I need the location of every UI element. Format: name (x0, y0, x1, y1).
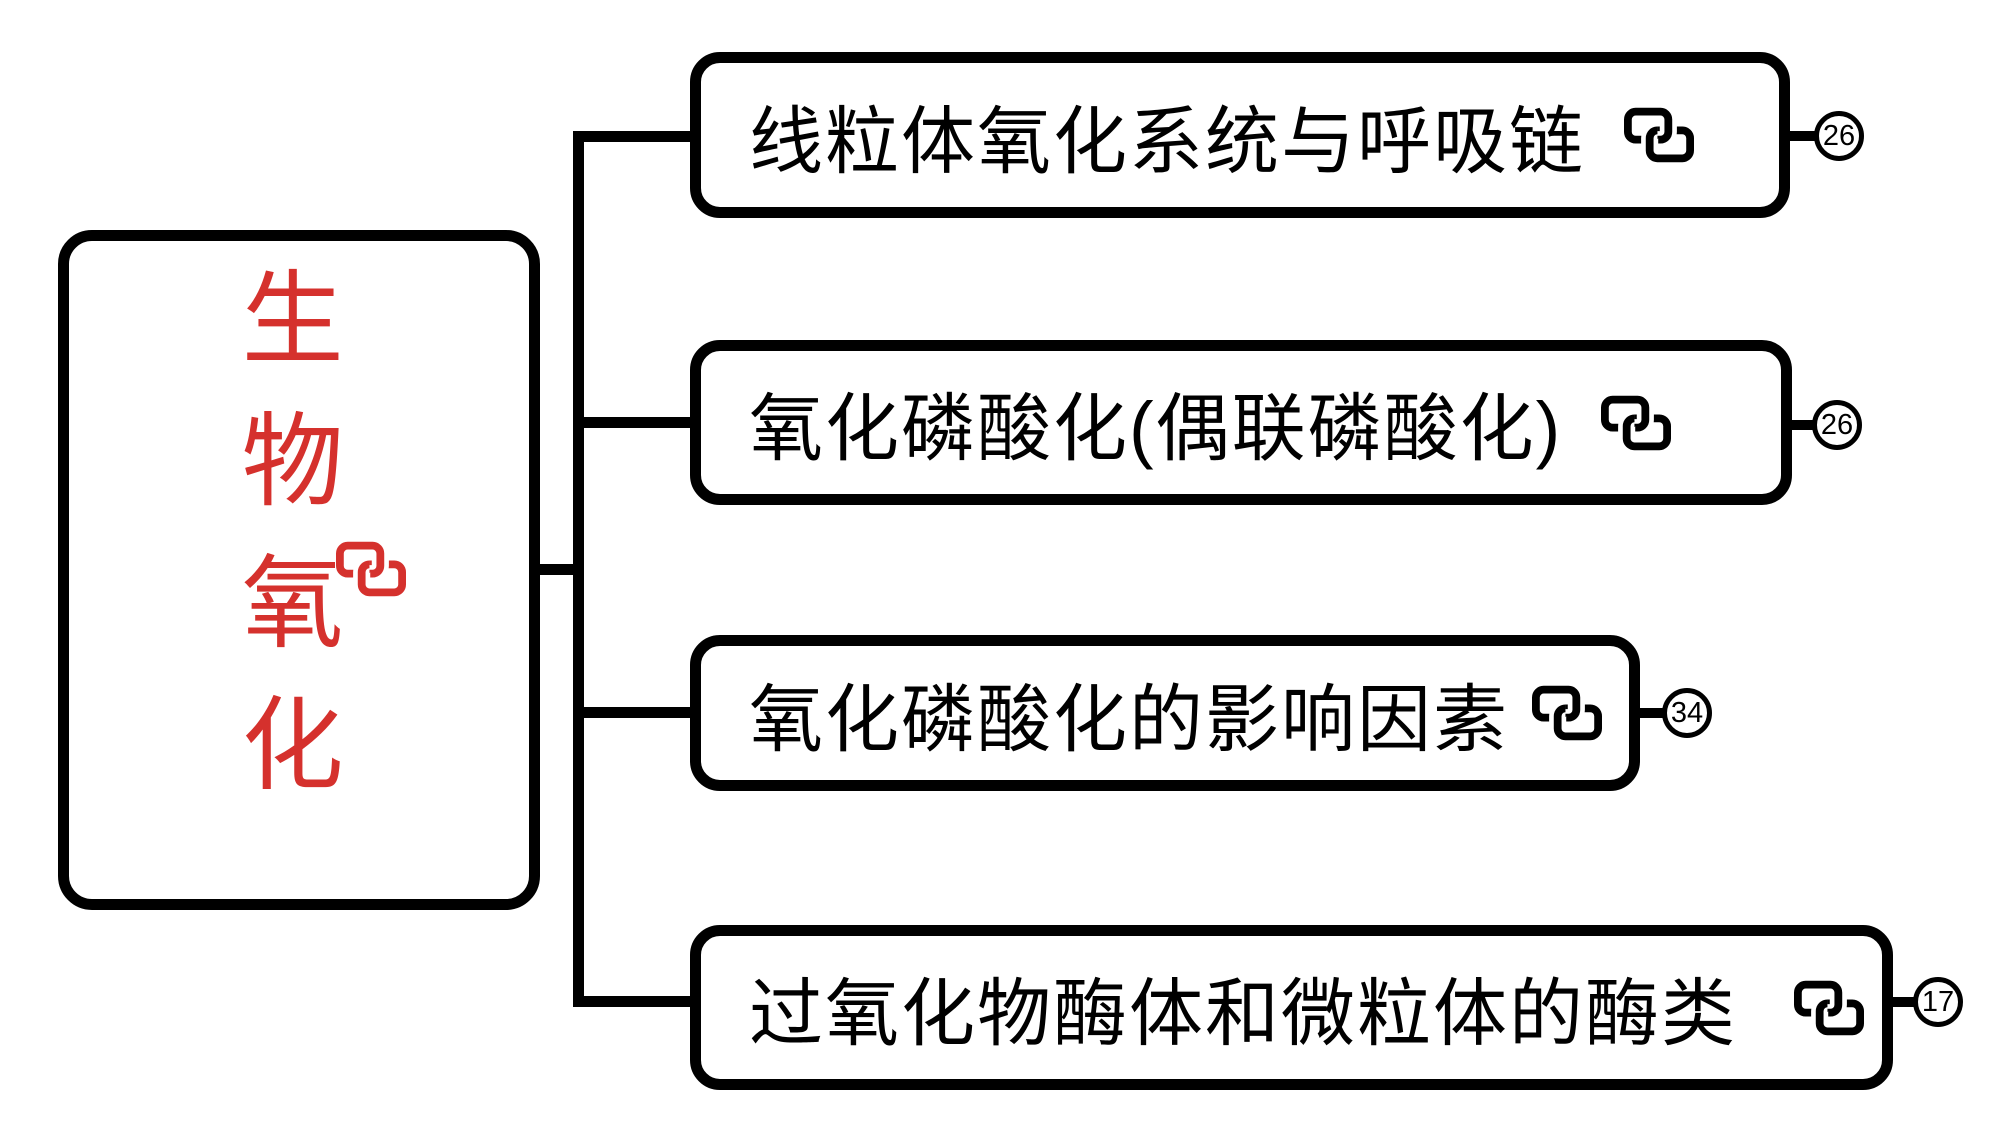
badge-count: 26 (1822, 119, 1856, 152)
connector-trunk-line (573, 131, 584, 1007)
branch-node-peroxisome-microsome-enzymes[interactable]: 过氧化物酶体和微粒体的酶类 (690, 925, 1893, 1090)
connector-root-stub (533, 564, 578, 575)
hyperlink-icon[interactable] (335, 541, 407, 597)
badge-count: 26 (1820, 408, 1854, 441)
branch-node-label: 线粒体氧化系统与呼吸链 (749, 99, 1585, 183)
connector-branch-4 (578, 996, 692, 1007)
branch-node-oxidative-phosphorylation[interactable]: 氧化磷酸化(偶联磷酸化) (690, 340, 1792, 505)
branch-node-label: 氧化磷酸化的影响因素 (749, 677, 1509, 761)
connector-branch-2 (578, 417, 692, 428)
branch-node-label: 氧化磷酸化(偶联磷酸化) (749, 387, 1563, 470)
root-node-biological-oxidation[interactable]: 生物氧化 (58, 230, 540, 910)
hyperlink-icon[interactable] (1623, 107, 1695, 163)
badge-stub-3 (1636, 708, 1666, 718)
collapsed-count-badge[interactable]: 34 (1662, 688, 1712, 738)
badge-count: 34 (1670, 696, 1704, 729)
collapsed-count-badge[interactable]: 26 (1812, 400, 1862, 450)
collapsed-count-badge[interactable]: 26 (1814, 111, 1864, 161)
branch-node-label: 过氧化物酶体和微粒体的酶类 (749, 972, 1737, 1055)
hyperlink-icon[interactable] (1793, 979, 1865, 1036)
connector-branch-1 (578, 131, 692, 142)
badge-stub-1 (1786, 131, 1818, 141)
collapsed-count-badge[interactable]: 17 (1913, 977, 1963, 1027)
root-node-label: 生物氧化 (227, 265, 342, 833)
hyperlink-icon[interactable] (1600, 394, 1672, 451)
branch-node-mitochondrial-oxidation[interactable]: 线粒体氧化系统与呼吸链 (690, 52, 1790, 218)
badge-count: 17 (1921, 985, 1955, 1018)
badge-stub-4 (1889, 997, 1917, 1007)
hyperlink-icon[interactable] (1531, 685, 1603, 741)
badge-stub-2 (1788, 420, 1816, 430)
branch-node-phosphorylation-factors[interactable]: 氧化磷酸化的影响因素 (690, 635, 1640, 791)
connector-branch-3 (578, 707, 692, 718)
